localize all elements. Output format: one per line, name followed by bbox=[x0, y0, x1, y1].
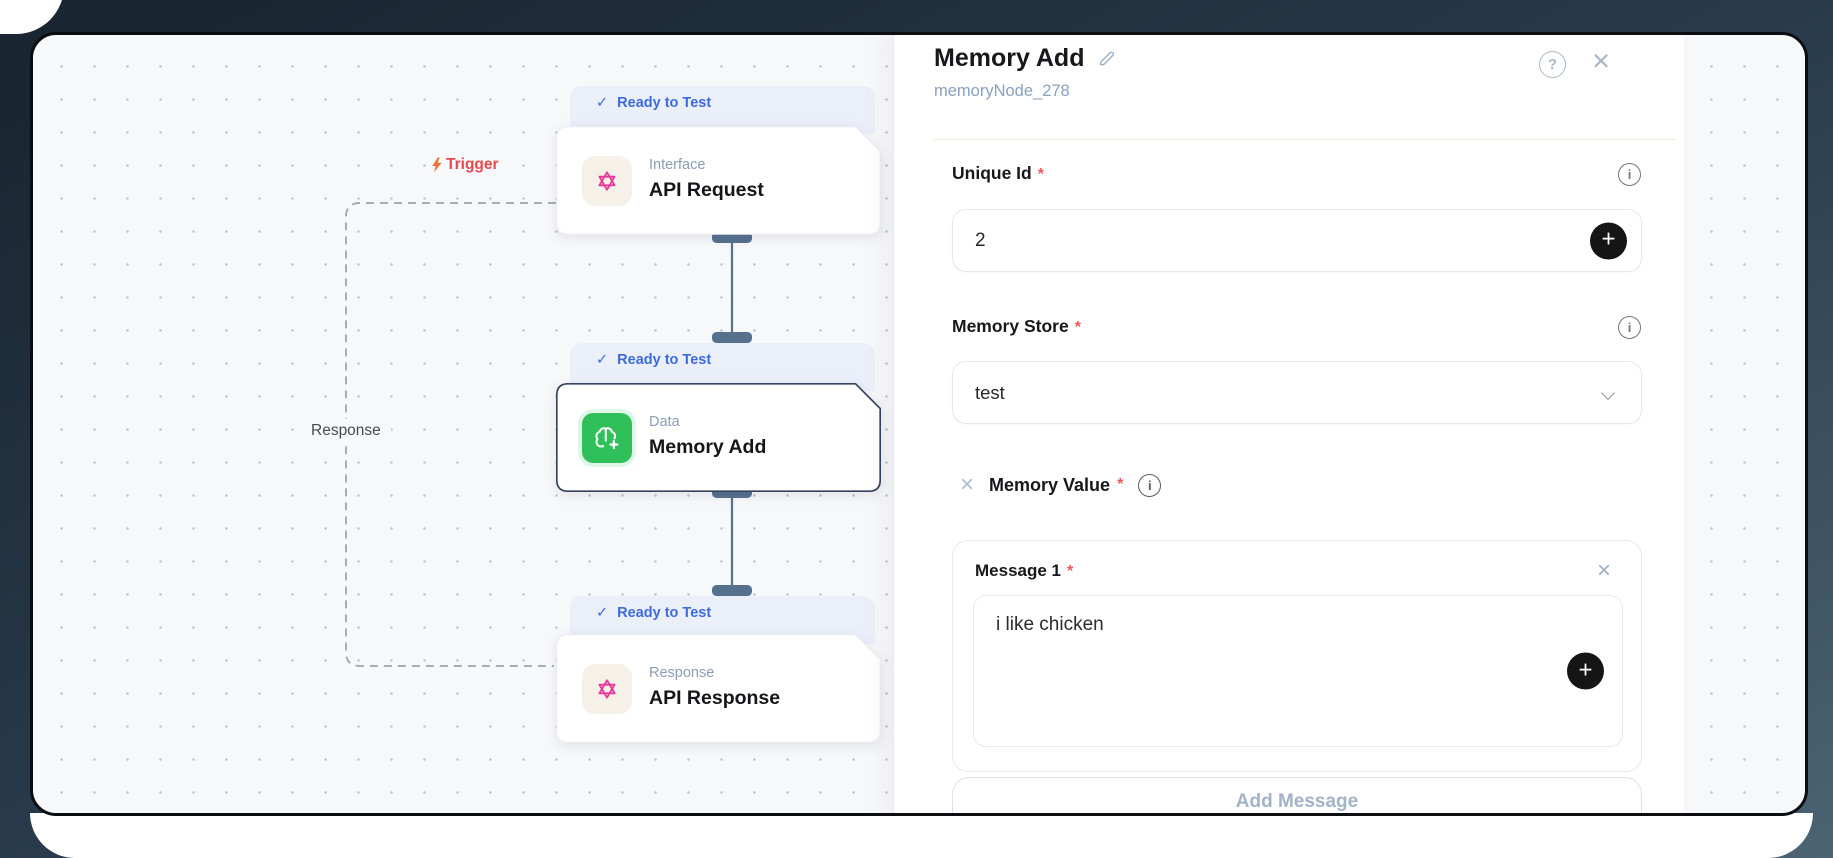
node-category: Response bbox=[649, 665, 715, 681]
unique-id-label-row: Unique Id * bbox=[952, 163, 1044, 184]
node-category: Interface bbox=[649, 157, 706, 173]
chevron-down-icon bbox=[1600, 385, 1616, 400]
required-mark: * bbox=[1074, 319, 1081, 336]
node-config-panel: Memory Add memoryNode_278 ? × Unique Id *… bbox=[893, 35, 1684, 813]
insert-variable-button[interactable]: + bbox=[1590, 222, 1627, 259]
edit-pencil-icon[interactable] bbox=[1097, 49, 1116, 68]
memory-store-label-row: Memory Store * bbox=[952, 316, 1081, 337]
trigger-edge-label-text: Trigger bbox=[446, 156, 499, 173]
required-mark: * bbox=[1117, 476, 1124, 493]
unique-id-input[interactable] bbox=[953, 210, 1555, 271]
connection-handle[interactable] bbox=[712, 232, 752, 243]
node-card-shape bbox=[556, 383, 881, 492]
node-title: API Request bbox=[649, 179, 764, 201]
node-card[interactable]: Response API Response bbox=[556, 634, 881, 743]
lamatic-star-icon bbox=[582, 663, 632, 714]
unique-id-label: Unique Id bbox=[952, 163, 1032, 183]
memory-value-label: Memory Value bbox=[989, 474, 1111, 495]
check-icon: ✓ bbox=[596, 352, 609, 368]
lamatic-star-icon bbox=[582, 155, 632, 206]
node-status-text: Ready to Test bbox=[617, 605, 712, 621]
add-message-button[interactable]: Add Message bbox=[952, 777, 1642, 813]
connection-handle[interactable] bbox=[712, 487, 752, 498]
close-icon[interactable]: × bbox=[1592, 43, 1611, 78]
info-icon[interactable]: i bbox=[1618, 163, 1641, 186]
info-icon[interactable]: i bbox=[1138, 473, 1162, 497]
flow-editor-window: Trigger Response ✓ Ready to Test Interfac… bbox=[30, 32, 1808, 816]
node-card-shape bbox=[556, 634, 881, 743]
node-status-text: Ready to Test bbox=[617, 95, 712, 111]
panel-title-row: Memory Add bbox=[934, 44, 1116, 73]
required-mark: * bbox=[1067, 563, 1074, 580]
node-title: Memory Add bbox=[649, 436, 767, 458]
collapse-x-icon[interactable]: × bbox=[960, 471, 975, 498]
message-1-card: Message 1 * × i like chicken + bbox=[952, 540, 1642, 772]
trigger-edge-label: Trigger bbox=[431, 156, 499, 174]
insert-variable-button[interactable]: + bbox=[1567, 652, 1604, 690]
check-icon: ✓ bbox=[596, 95, 609, 111]
frame-bottom-band bbox=[30, 813, 1813, 858]
flow-node-api-response[interactable]: ✓ Ready to Test Response API Response bbox=[556, 596, 881, 756]
check-icon: ✓ bbox=[596, 605, 609, 621]
lightning-bolt-icon bbox=[432, 157, 442, 173]
memory-store-select[interactable]: test bbox=[952, 361, 1642, 424]
node-card-selected[interactable]: Data Memory Add bbox=[556, 383, 881, 492]
connection-handle[interactable] bbox=[712, 585, 752, 596]
info-icon[interactable]: i bbox=[1618, 316, 1641, 339]
remove-message-icon[interactable]: × bbox=[1596, 557, 1611, 584]
memory-value-row: × Memory Value * i bbox=[960, 471, 1162, 498]
flow-node-api-request[interactable]: ✓ Ready to Test Interface API Request bbox=[556, 86, 881, 246]
help-icon[interactable]: ? bbox=[1539, 51, 1566, 78]
plus-icon: + bbox=[1578, 656, 1593, 683]
node-id-label: memoryNode_278 bbox=[934, 82, 1070, 100]
unique-id-field: + bbox=[952, 209, 1642, 272]
node-category: Data bbox=[649, 414, 680, 430]
node-status-text: Ready to Test bbox=[617, 352, 712, 368]
message-1-label-row: Message 1 * bbox=[975, 561, 1073, 581]
node-title: API Response bbox=[649, 687, 781, 709]
brain-add-icon bbox=[582, 412, 632, 463]
header-divider bbox=[934, 139, 1676, 140]
node-card-shape bbox=[556, 126, 881, 235]
node-status-badge: ✓ Ready to Test bbox=[570, 86, 875, 134]
memory-store-label: Memory Store bbox=[952, 316, 1069, 336]
panel-title: Memory Add bbox=[934, 44, 1085, 72]
response-edge-label: Response bbox=[301, 419, 391, 443]
node-card[interactable]: Interface API Request bbox=[556, 126, 881, 235]
frame-corner-decoration bbox=[0, 0, 64, 34]
message-1-field: i like chicken + bbox=[973, 595, 1623, 747]
required-mark: * bbox=[1037, 166, 1044, 183]
memory-store-value: test bbox=[975, 381, 1005, 403]
flow-node-memory-add[interactable]: ✓ Ready to Test Data Memory Add bbox=[556, 343, 881, 503]
message-1-label: Message 1 bbox=[975, 561, 1061, 580]
plus-icon: + bbox=[1601, 225, 1616, 253]
connection-handle[interactable] bbox=[712, 332, 752, 343]
message-1-textarea[interactable]: i like chicken bbox=[974, 596, 1556, 724]
